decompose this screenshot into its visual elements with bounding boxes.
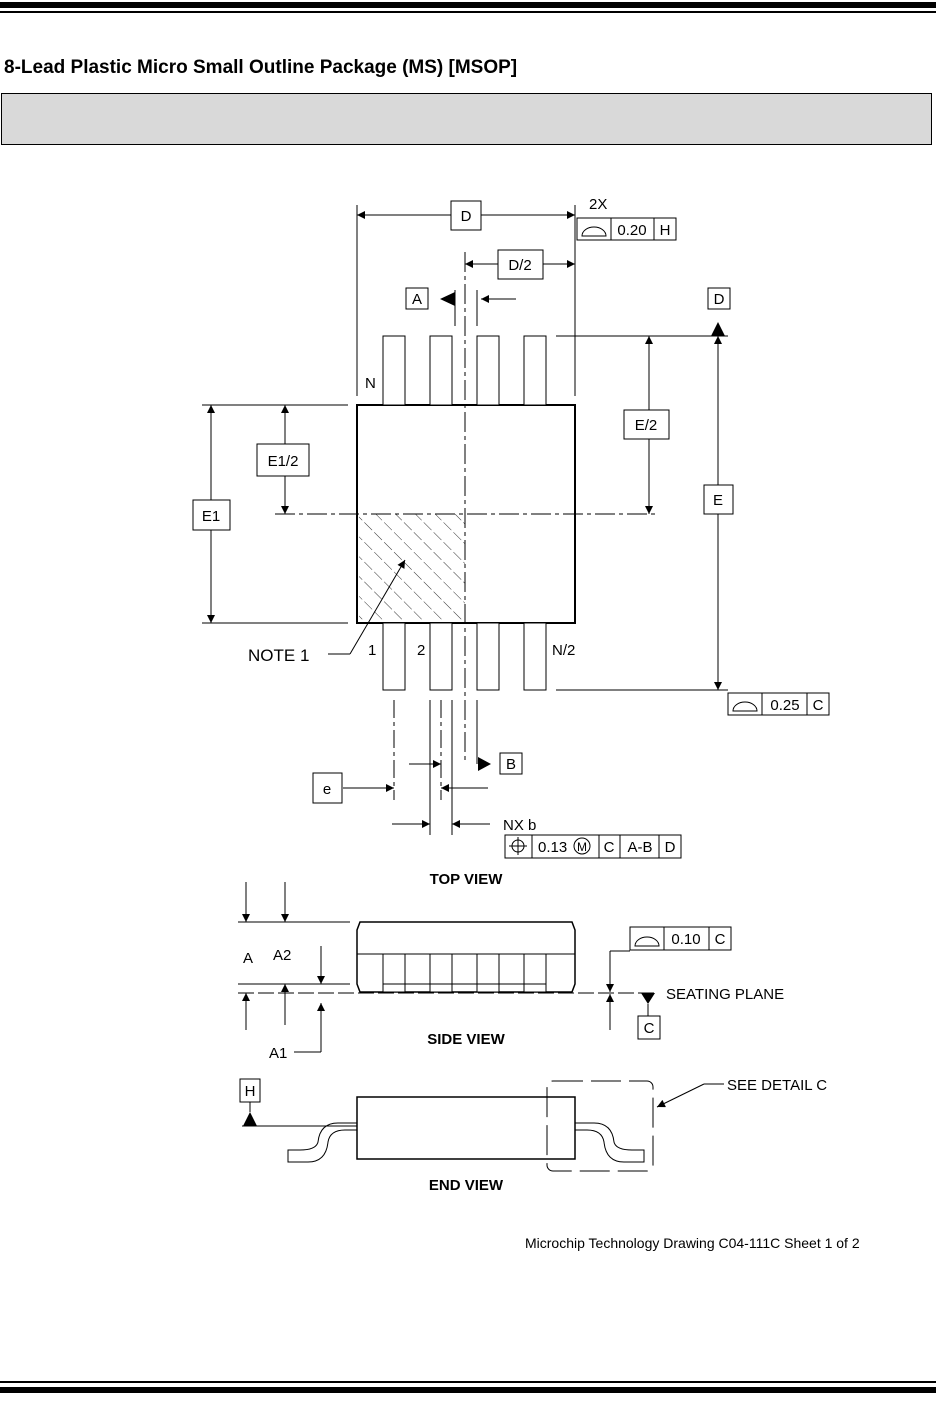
two-x-label: 2X bbox=[589, 196, 607, 213]
end-view-label: END VIEW bbox=[429, 1177, 504, 1194]
seating-plane-label: SEATING PLANE bbox=[666, 986, 784, 1003]
side-lead bbox=[476, 953, 500, 993]
pin1-hatch-area bbox=[359, 514, 465, 621]
pin-N-half-label: N/2 bbox=[552, 642, 575, 659]
bottom-profile-value: 0.25 bbox=[770, 697, 799, 714]
side-view-label: SIDE VIEW bbox=[427, 1031, 505, 1048]
dim-A-label: A bbox=[243, 950, 253, 967]
bottom-lead bbox=[523, 622, 547, 691]
dim-A1-label: A1 bbox=[269, 1045, 287, 1062]
flatness-datum: C bbox=[715, 931, 726, 948]
side-view-body bbox=[356, 921, 576, 993]
see-detail-label: SEE DETAIL C bbox=[727, 1077, 827, 1094]
dim-e-label: e bbox=[323, 781, 331, 798]
mmc-circle-icon bbox=[573, 837, 591, 855]
side-lead bbox=[523, 953, 547, 993]
bottom-rule-thick bbox=[0, 1387, 936, 1393]
detail-c-outline bbox=[546, 1080, 654, 1172]
top-lead bbox=[382, 335, 406, 406]
datum-D-label: D bbox=[714, 291, 725, 308]
pin-1-label: 1 bbox=[368, 642, 376, 659]
position-value: 0.13 bbox=[538, 839, 567, 856]
bottom-lead bbox=[382, 622, 406, 691]
dim-E1-half-label: E1/2 bbox=[268, 453, 299, 470]
bottom-profile-datum: C bbox=[813, 697, 824, 714]
note-1-label: NOTE 1 bbox=[248, 646, 309, 665]
top-view-label: TOP VIEW bbox=[430, 871, 504, 888]
top-profile-datum: H bbox=[660, 222, 671, 239]
top-rule-thin bbox=[0, 11, 936, 13]
datum-C-label: C bbox=[644, 1020, 655, 1037]
datum-C-triangle bbox=[641, 993, 655, 1004]
bottom-rule-thin bbox=[0, 1381, 936, 1383]
datum-H-label: H bbox=[245, 1083, 256, 1100]
dim-D-half-label: D/2 bbox=[508, 257, 531, 274]
dim-E1-label: E1 bbox=[202, 508, 220, 525]
end-view-body bbox=[356, 1096, 576, 1160]
side-lead bbox=[382, 953, 406, 993]
datum-A-triangle bbox=[440, 292, 455, 306]
page-title: 8-Lead Plastic Micro Small Outline Packa… bbox=[4, 57, 518, 78]
position-datum-2: A-B bbox=[627, 839, 652, 856]
end-view-lead bbox=[575, 1122, 645, 1163]
profile-icon bbox=[634, 936, 660, 947]
datum-H-triangle bbox=[243, 1112, 257, 1126]
top-rule-thick bbox=[0, 2, 936, 8]
position-icon bbox=[509, 837, 527, 855]
datum-B-label: B bbox=[506, 756, 516, 773]
dim-E-half-label: E/2 bbox=[635, 417, 658, 434]
position-datum-3: D bbox=[665, 839, 676, 856]
top-lead bbox=[476, 335, 500, 406]
bottom-lead bbox=[429, 622, 453, 691]
pin-N-label: N bbox=[365, 375, 376, 392]
datum-A-label: A bbox=[412, 291, 422, 308]
mmc-label: M bbox=[577, 840, 587, 854]
top-profile-value: 0.20 bbox=[617, 222, 646, 239]
profile-icon bbox=[581, 226, 607, 237]
nx-b-label: NX b bbox=[503, 817, 536, 834]
profile-icon bbox=[732, 701, 758, 712]
top-lead bbox=[429, 335, 453, 406]
flatness-value: 0.10 bbox=[671, 931, 700, 948]
datum-B-triangle bbox=[478, 757, 491, 771]
datum-D-triangle bbox=[711, 322, 725, 336]
side-lead bbox=[429, 953, 453, 993]
dim-E-label: E bbox=[713, 492, 723, 509]
note-bar bbox=[1, 93, 932, 145]
end-view-lead bbox=[287, 1122, 357, 1163]
pin-2-label: 2 bbox=[417, 642, 425, 659]
position-datum-1: C bbox=[604, 839, 615, 856]
drawing-reference: Microchip Technology Drawing C04-111C Sh… bbox=[525, 1235, 860, 1251]
top-lead bbox=[523, 335, 547, 406]
bottom-lead bbox=[476, 622, 500, 691]
dim-D-label: D bbox=[461, 208, 472, 225]
dim-A2-label: A2 bbox=[273, 947, 291, 964]
